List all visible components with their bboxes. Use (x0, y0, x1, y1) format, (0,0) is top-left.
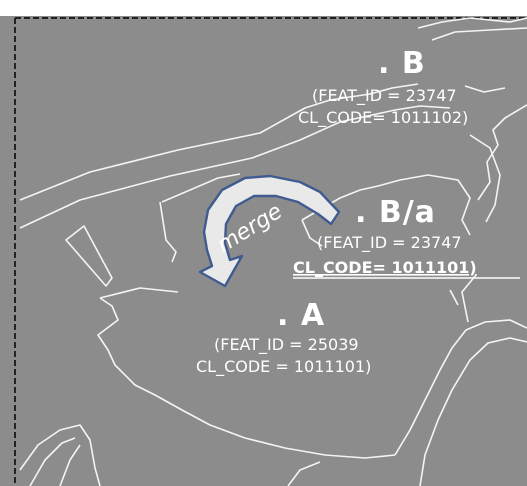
top-strip (0, 0, 527, 16)
feature-b-label: . B (FEAT_ID = 23747 CL_CODE= 1011102) (298, 46, 468, 128)
feature-ba-feat-id: (FEAT_ID = 23747 (317, 233, 462, 253)
feature-a-name: . A (277, 298, 325, 333)
feature-b-feat-id: (FEAT_ID = 23747 (312, 86, 457, 106)
feature-a-cl-code: CL_CODE = 1011101) (196, 357, 371, 377)
feature-ba-label: . B/a (FEAT_ID = 23747 CL_CODE= 1011101) (293, 195, 520, 279)
feature-ba-name: . B/a (355, 195, 436, 230)
feature-b-cl-code: CL_CODE= 1011102) (298, 108, 468, 128)
merge-arrow-shape (198, 174, 341, 288)
feature-a-label: . A (FEAT_ID = 25039 CL_CODE = 1011101) (196, 298, 371, 377)
feature-b-name: . B (378, 46, 426, 81)
feature-a-feat-id: (FEAT_ID = 25039 (214, 335, 359, 355)
feature-ba-cl-code: CL_CODE= 1011101) (293, 258, 477, 277)
feature-outlines (19, 17, 527, 486)
